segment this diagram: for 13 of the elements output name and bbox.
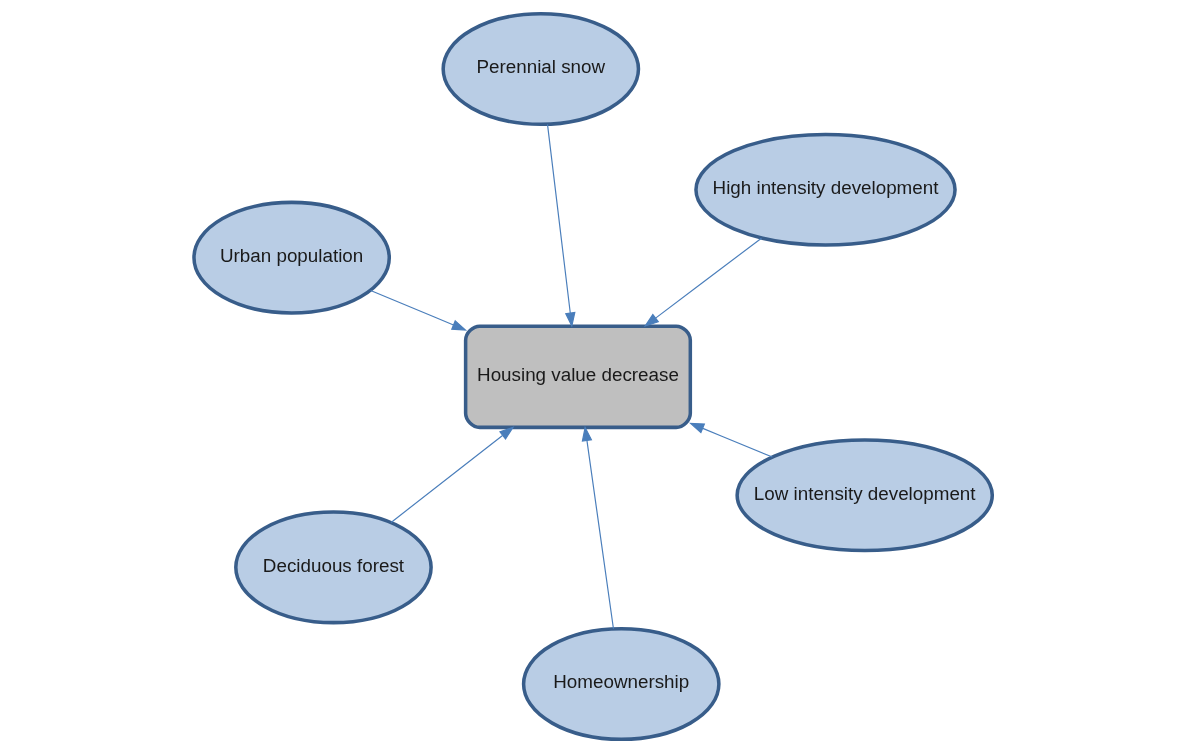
arrow bbox=[370, 289, 468, 331]
node-box: Housing value decrease bbox=[463, 323, 693, 429]
arrow bbox=[390, 425, 515, 523]
node-ellipse: Low intensity development bbox=[735, 437, 995, 552]
arrow bbox=[581, 425, 615, 629]
node-ellipse: Deciduous forest bbox=[234, 509, 433, 624]
arrow bbox=[546, 123, 576, 328]
node-ellipse: Perennial snow bbox=[441, 11, 641, 126]
arrow bbox=[689, 422, 773, 458]
arrow bbox=[643, 237, 762, 327]
node-ellipse: Homeownership bbox=[521, 626, 721, 741]
node-ellipse: High intensity development bbox=[694, 132, 957, 247]
node-ellipse: Urban population bbox=[192, 200, 392, 315]
